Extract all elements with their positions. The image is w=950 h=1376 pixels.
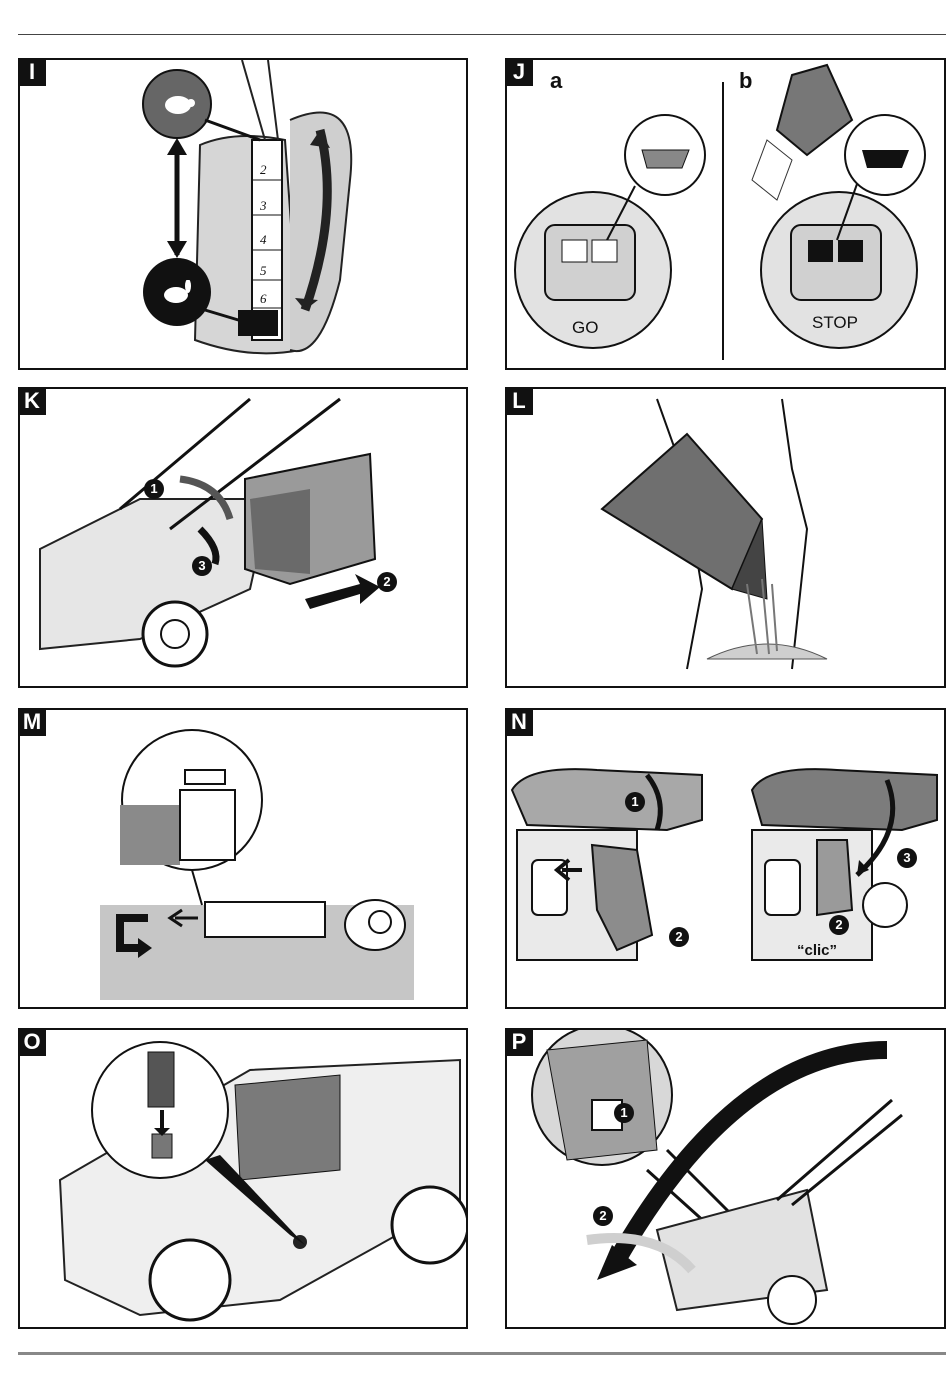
- subpanel-label-a: a: [550, 68, 563, 93]
- panel-label: P: [507, 1030, 533, 1056]
- scale-4: 4: [260, 232, 267, 247]
- scale-5: 5: [260, 263, 267, 278]
- step-2-badge: 2: [593, 1206, 613, 1226]
- panel-label: L: [507, 389, 533, 415]
- turtle-icon: [160, 92, 196, 116]
- step-2-badge-right: 2: [829, 915, 849, 935]
- mulching-direction-illustration: [100, 729, 414, 1000]
- panel-n: N 1 2 2 3 “clic”: [505, 708, 946, 1009]
- subpanel-label-b: b: [739, 68, 753, 93]
- panel-o: O: [18, 1028, 468, 1329]
- step-2-badge: 2: [377, 572, 397, 592]
- bag-indicator-illustration: [514, 63, 926, 360]
- mulch-plug-insertion-illustration: [510, 768, 938, 961]
- scale-2: 2: [260, 162, 267, 177]
- panel-label: J: [507, 60, 533, 86]
- handle-folding-illustration: [531, 1030, 903, 1325]
- scale-3: 3: [260, 198, 267, 213]
- panel-p: P 1 2: [505, 1028, 946, 1329]
- panel-i: I 2 3 4 5 6: [18, 58, 468, 370]
- panel-label: M: [20, 710, 46, 736]
- step-2-badge: 2: [669, 927, 689, 947]
- mower-height-illustration: [142, 60, 353, 355]
- top-rule: [18, 34, 946, 35]
- emptying-grass-box-illustration: [600, 398, 828, 670]
- hose-connection-illustration: [58, 1041, 466, 1322]
- step-1-badge: 1: [625, 792, 645, 812]
- step-3-badge: 3: [897, 848, 917, 868]
- step-1-badge: 1: [144, 479, 164, 499]
- clic-label: “clic”: [797, 942, 838, 959]
- hare-icon: [160, 280, 196, 306]
- panel-l: L: [505, 387, 946, 688]
- panel-label: I: [20, 60, 46, 86]
- panel-label: N: [507, 710, 533, 736]
- panel-label: K: [20, 389, 46, 415]
- step-1-badge: 1: [614, 1103, 634, 1123]
- go-label: GO: [572, 318, 599, 337]
- stop-label: STOP: [812, 313, 858, 332]
- panel-m: M: [18, 708, 468, 1009]
- panel-j: J a b GO STOP: [505, 58, 946, 370]
- grass-box-removal-illustration: [39, 397, 380, 668]
- panel-label: O: [20, 1030, 46, 1056]
- panel-k: K 1 2 3: [18, 387, 468, 688]
- scale-6: 6: [260, 291, 267, 306]
- bottom-rule: [18, 1352, 946, 1355]
- step-3-badge: 3: [192, 556, 212, 576]
